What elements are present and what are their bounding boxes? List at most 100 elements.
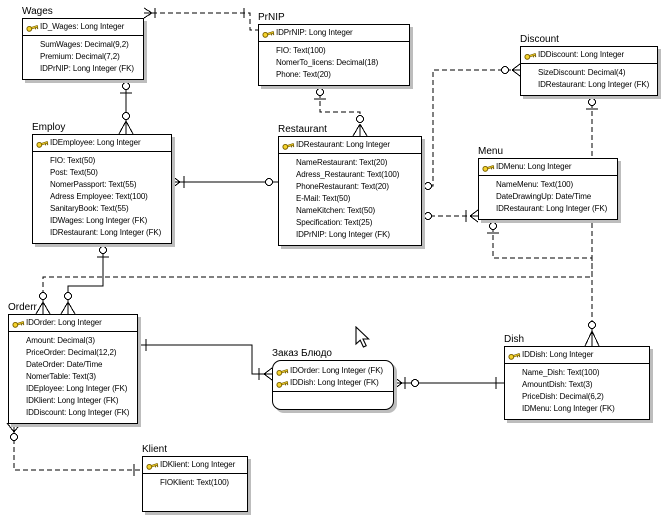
entity-box: IDDiscount: Long Integer SizeDiscount: D…: [520, 46, 658, 96]
attribute-row: PhoneRestaurant: Text(20): [282, 181, 418, 193]
attribute-text: FIO: Text(50): [50, 156, 96, 165]
attribute-text: IDKlient: Long Integer: [160, 460, 236, 469]
rel-restaurant-menu[interactable]: [422, 209, 479, 223]
attribute-text: ID_Wages: Long Integer: [40, 22, 125, 31]
entity-restaurant[interactable]: Restaurant IDRestaurant: Long Integer Na…: [278, 124, 422, 246]
entity-name: Restaurant: [278, 124, 327, 135]
rel-dish-zakaz[interactable]: [393, 376, 504, 390]
pk-section: IDOrder: Long Integer: [9, 315, 137, 332]
attribute-text: IDMenu: Long Integer: [496, 162, 572, 171]
rel-restaurant-discount[interactable]: [422, 63, 521, 190]
pk-section: IDMenu: Long Integer: [479, 159, 617, 176]
entity-name: Employ: [32, 122, 66, 133]
attribute-text: E-Mail: Text(50): [296, 194, 351, 203]
entity-dish[interactable]: Dish IDDish: Long Integer Name_Dish: Tex…: [504, 334, 650, 420]
rel-menu-dish[interactable]: [487, 219, 600, 347]
rel-wages-employ[interactable]: [118, 79, 134, 135]
attribute-row: Amount: Decimal(3): [12, 335, 134, 347]
entity-wages[interactable]: Wages ID_Wages: Long Integer SumWages: D…: [22, 6, 144, 80]
pk-attribute-row: IDKlient: Long Integer: [146, 459, 244, 471]
attribute-row: Name_Dish: Text(100): [508, 367, 646, 379]
attribute-row: PriceOrder: Decimal(12,2): [12, 347, 134, 359]
entity-box: IDDish: Long Integer Name_Dish: Text(100…: [504, 346, 650, 420]
attribute-row: FIO: Text(50): [36, 155, 168, 167]
attribute-row: Specification: Text(25): [282, 217, 418, 229]
entity-prnip[interactable]: PrNIP IDPrNIP: Long Integer FIO: Text(10…: [258, 12, 410, 86]
attribute-text: IDMenu: Long Integer (FK): [522, 404, 615, 413]
rel-klient-orderr[interactable]: [6, 422, 142, 476]
attribute-text: PhoneRestaurant: Text(20): [296, 182, 389, 191]
entity-box: IDOrder: Long Integer (FK)IDDish: Long I…: [272, 360, 394, 410]
attribute-row: Post: Text(50): [36, 167, 168, 179]
arrow-cursor-icon: [355, 326, 370, 348]
attribute-row: AmountDish: Text(3): [508, 379, 646, 391]
rel-prnip-wages[interactable]: [143, 7, 258, 31]
attribute-text: NameKitchen: Text(50): [296, 206, 376, 215]
pk-attribute-row: IDOrder: Long Integer (FK): [276, 365, 390, 377]
fields-section: Amount: Decimal(3) PriceOrder: Decimal(12…: [9, 332, 137, 423]
entity-klient[interactable]: Klient IDKlient: Long Integer FIOKlient:…: [142, 444, 248, 512]
attribute-text: IDPrNIP: Long Integer: [276, 28, 353, 37]
attribute-text: NomerPassport: Text(55): [50, 180, 137, 189]
rel-prnip-restaurant[interactable]: [314, 85, 368, 137]
entity-box: IDOrder: Long Integer Amount: Decimal(3)…: [8, 314, 138, 424]
entity-box: IDEmployee: Long Integer FIO: Text(50) Po…: [32, 134, 172, 244]
pk-section: IDDiscount: Long Integer: [521, 47, 657, 64]
attribute-row: IDRestaurant: Long Integer (FK): [36, 227, 168, 239]
entity-menu[interactable]: Menu IDMenu: Long Integer NameMenu: Text…: [478, 146, 618, 220]
attribute-row: SizeDiscount: Decimal(4): [524, 67, 654, 79]
entity-discount[interactable]: Discount IDDiscount: Long Integer SizeDi…: [520, 34, 658, 96]
attribute-text: IDPrNIP: Long Integer (FK): [296, 230, 390, 239]
entity-name: Wages: [22, 6, 53, 17]
fields-section: NameMenu: Text(100)DateDrawingUp: Date/T…: [479, 176, 617, 219]
attribute-text: NameMenu: Text(100): [496, 180, 574, 189]
attribute-row: E-Mail: Text(50): [282, 193, 418, 205]
attribute-text: Name_Dish: Text(100): [522, 368, 600, 377]
key-icon: [26, 23, 40, 32]
attribute-text: Specification: Text(25): [296, 218, 373, 227]
pk-attribute-row: IDDiscount: Long Integer: [524, 49, 654, 61]
attribute-text: IDRestaurant: Long Integer: [296, 140, 390, 149]
key-icon: [508, 351, 522, 360]
attribute-text: PriceOrder: Decimal(12,2): [26, 348, 117, 357]
fields-section: SumWages: Decimal(9,2) Premium: Decimal(7…: [23, 36, 143, 79]
key-icon: [262, 29, 276, 38]
entity-name: Discount: [520, 34, 559, 45]
pk-attribute-row: IDEmployee: Long Integer: [36, 137, 168, 149]
attribute-text: SizeDiscount: Decimal(4): [538, 68, 626, 77]
attribute-text: IDOrder: Long Integer (FK): [290, 366, 383, 375]
attribute-text: SumWages: Decimal(9,2): [40, 40, 129, 49]
pk-attribute-row: ID_Wages: Long Integer: [26, 21, 140, 33]
key-icon: [276, 379, 290, 388]
attribute-row: Premium: Decimal(7,2): [26, 51, 140, 63]
pk-attribute-row: IDPrNIP: Long Integer: [262, 27, 406, 39]
attribute-text: IDWages: Long Integer (FK): [50, 216, 148, 225]
attribute-row: NameKitchen: Text(50): [282, 205, 418, 217]
attribute-row: IDPrNIP: Long Integer (FK): [26, 63, 140, 75]
attribute-text: Premium: Decimal(7,2): [40, 52, 120, 61]
attribute-row: SumWages: Decimal(9,2): [26, 39, 140, 51]
pk-section: ID_Wages: Long Integer: [23, 19, 143, 36]
attribute-text: IDOrder: Long Integer: [26, 318, 102, 327]
rel-employ-orderr[interactable]: [60, 243, 109, 315]
attribute-text: Phone: Text(20): [276, 70, 331, 79]
attribute-text: IDKlient: Long Integer (FK): [26, 396, 119, 405]
entity-orderr[interactable]: Orderr IDOrder: Long Integer Amount: Dec…: [8, 302, 138, 424]
attribute-row: IDRestaurant: Long Integer (FK): [482, 203, 614, 215]
attribute-row: IDKlient: Long Integer (FK): [12, 395, 134, 407]
attribute-text: Amount: Decimal(3): [26, 336, 95, 345]
entity-name: Klient: [142, 444, 168, 455]
fields-section: FIOKlient: Text(100): [143, 474, 247, 511]
rel-restaurant-employ[interactable]: [171, 175, 278, 189]
pk-attribute-row: IDMenu: Long Integer: [482, 161, 614, 173]
entity-name: Menu: [478, 146, 504, 157]
key-icon: [36, 139, 50, 148]
attribute-text: NameRestaurant: Text(20): [296, 158, 388, 167]
entity-zakaz-blyudo[interactable]: Заказ Блюдо IDOrder: Long Integer (FK)ID…: [272, 348, 394, 410]
entity-name: Orderr: [8, 302, 37, 313]
entity-employ[interactable]: Employ IDEmployee: Long Integer FIO: Tex…: [32, 122, 172, 244]
key-icon: [282, 141, 296, 150]
rel-orderr-zakaz[interactable]: [138, 339, 273, 381]
